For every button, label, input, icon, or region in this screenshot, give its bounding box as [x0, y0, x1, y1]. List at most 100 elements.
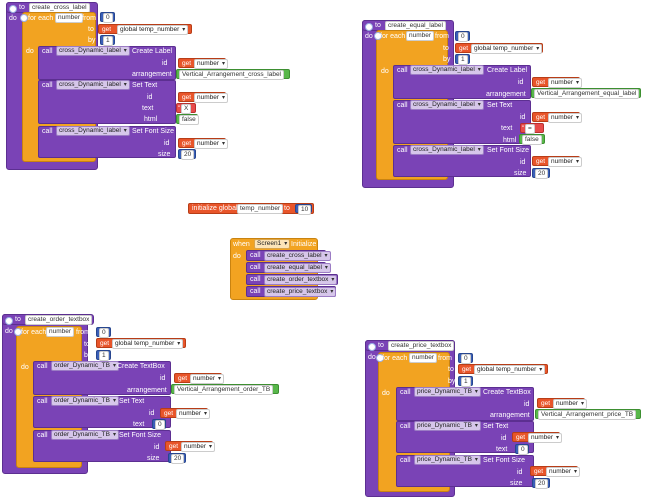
component-dropdown[interactable]: cross_Dynamic_label [410, 145, 484, 155]
size-number-block[interactable]: 20 [178, 149, 196, 160]
by-number-block[interactable]: 1 [458, 376, 473, 387]
procedure-dropdown[interactable]: create_cross_label [264, 251, 331, 261]
component-dropdown[interactable]: cross_Dynamic_label [410, 100, 484, 110]
procedure-collapse-icon[interactable] [368, 343, 376, 351]
var-dropdown[interactable]: number [546, 467, 581, 477]
procedure-header[interactable]: to create_price_textbox [365, 340, 455, 351]
var-dropdown[interactable]: number [548, 113, 583, 123]
by-number-block[interactable]: 1 [100, 35, 115, 46]
global-var-dropdown[interactable]: global temp_number [471, 44, 543, 54]
procedure-dropdown[interactable]: create_order_textbox [264, 275, 338, 285]
loop-var-field[interactable]: number [55, 13, 84, 23]
size-number-block[interactable]: 20 [532, 478, 550, 489]
from-number-block[interactable]: 0 [458, 353, 473, 364]
from-value[interactable]: 0 [103, 13, 113, 23]
html-boolean-block[interactable]: false [176, 114, 199, 125]
size-number-block[interactable]: 20 [532, 168, 550, 179]
from-number-block[interactable]: 0 [455, 31, 470, 42]
by-value[interactable]: 1 [103, 36, 113, 46]
loop-var-field[interactable]: number [406, 31, 435, 41]
component-dropdown[interactable]: price_Dynamic_TB [414, 455, 481, 465]
component-dropdown[interactable]: cross_Dynamic_label [56, 126, 130, 136]
global-value-block[interactable]: 10 [295, 204, 312, 215]
arg-id-label: id [162, 60, 168, 67]
component-dropdown[interactable]: order_Dynamic_TB [51, 361, 119, 371]
by-number-block[interactable]: 1 [455, 54, 470, 65]
procedure-collapse-icon[interactable] [9, 5, 17, 13]
screen-dropdown[interactable]: Screen1 [254, 239, 291, 249]
by-number-block[interactable]: 1 [96, 350, 111, 361]
text-number-block[interactable]: 0 [515, 444, 529, 455]
loop-gear-icon[interactable] [20, 14, 28, 22]
from-number-block[interactable]: 0 [96, 327, 111, 338]
html-boolean-block[interactable]: false [519, 134, 545, 145]
var-dropdown[interactable]: number [194, 139, 229, 149]
loop-var-field[interactable]: number [409, 353, 438, 363]
var-dropdown[interactable]: number [528, 433, 563, 443]
var-dropdown[interactable]: number [181, 442, 216, 452]
text-number-block[interactable]: 0 [152, 419, 166, 430]
arg-size-label: size [514, 170, 527, 177]
text-string-block[interactable]: "= [520, 123, 544, 134]
procedure-collapse-icon[interactable] [365, 23, 373, 31]
size-number-block[interactable]: 20 [168, 453, 186, 464]
procedure-dropdown[interactable]: create_price_textbox [264, 287, 337, 297]
var-dropdown[interactable]: number [553, 399, 588, 409]
procedure-header[interactable]: to create_order_textbox [2, 314, 94, 325]
global-var-dropdown[interactable]: global temp_number [474, 365, 546, 375]
arg-text-label: text [501, 125, 513, 132]
component-dropdown[interactable]: order_Dynamic_TB [51, 396, 119, 406]
component-dropdown[interactable]: cross_Dynamic_label [56, 80, 130, 90]
arrangement-component-block[interactable]: Vertical_Arrangement_price_TB [535, 409, 641, 420]
procedure-name-field[interactable]: create_order_textbox [25, 315, 93, 325]
arg-id-label: id [149, 410, 155, 417]
var-dropdown[interactable]: number [548, 78, 583, 88]
var-dropdown[interactable]: number [194, 59, 229, 69]
component-dropdown[interactable]: cross_Dynamic_label [56, 46, 130, 56]
from-number-block[interactable]: 0 [100, 12, 115, 23]
loop-var-field[interactable]: number [46, 327, 75, 337]
procedure-name-field[interactable]: create_price_textbox [388, 341, 455, 351]
component-dropdown[interactable]: price_Dynamic_TB [414, 421, 481, 431]
global-name-field[interactable]: temp_number [237, 204, 284, 214]
var-dropdown[interactable]: number [176, 409, 211, 419]
global-var-dropdown[interactable]: global temp_number [117, 25, 189, 35]
loop-gear-icon[interactable] [376, 354, 384, 362]
component-dropdown[interactable]: order_Dynamic_TB [51, 430, 119, 440]
arrangement-component-block[interactable]: Vertical_Arrangement_order_TB [171, 384, 279, 395]
var-dropdown[interactable]: number [190, 374, 225, 384]
arrangement-component-block[interactable]: Vertical_Arrangement_cross_label [176, 69, 290, 80]
global-var-dropdown[interactable]: global temp_number [112, 339, 184, 349]
text-string-block[interactable]: "X [176, 103, 196, 114]
component-dropdown[interactable]: price_Dynamic_TB [414, 387, 481, 397]
procedure-dropdown[interactable]: create_equal_label [264, 263, 331, 273]
procedure-collapse-icon[interactable] [5, 317, 13, 325]
var-dropdown[interactable]: number [194, 93, 229, 103]
initialize-global-block[interactable]: initialize global temp_number to 10 [188, 203, 314, 215]
component-dropdown[interactable]: cross_Dynamic_label [410, 65, 484, 75]
var-dropdown[interactable]: number [548, 157, 583, 167]
arrangement-component-block[interactable]: Vertical_Arrangement_equal_label [531, 88, 641, 99]
loop-gear-icon[interactable] [14, 328, 22, 336]
loop-gear-icon[interactable] [374, 32, 382, 40]
